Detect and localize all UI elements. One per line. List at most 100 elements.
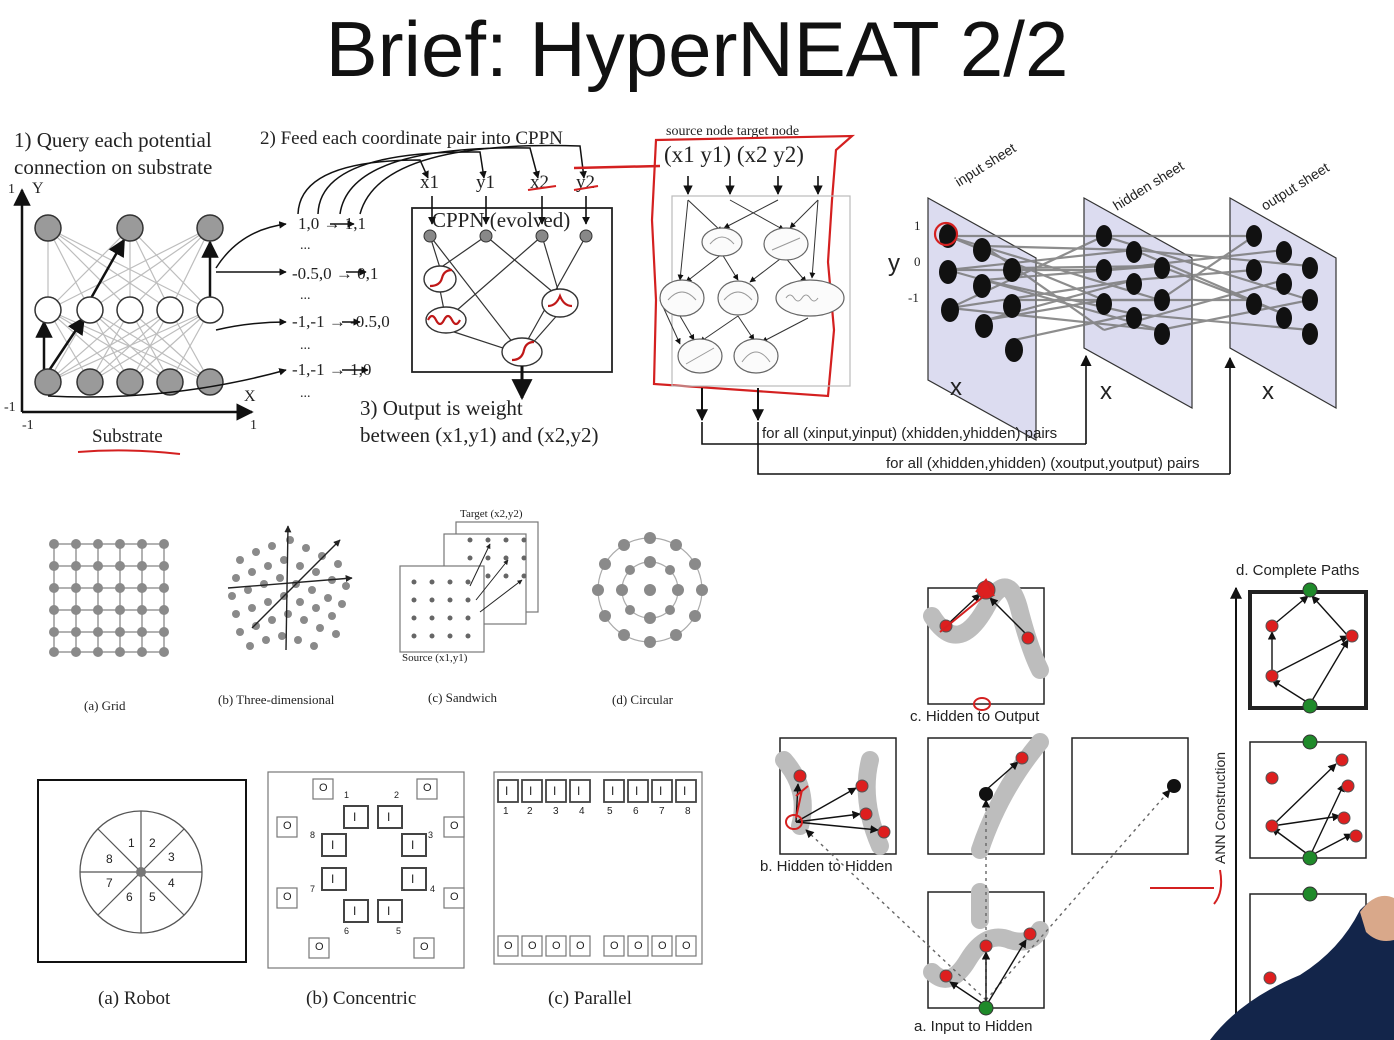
parallel-i-7: I xyxy=(659,784,663,798)
concentric-o-6: O xyxy=(450,891,459,903)
sheet-x-label-2: x xyxy=(1100,378,1112,405)
concentric-i-3: I xyxy=(411,838,415,852)
step3-text: 3) Output is weight xyxy=(360,396,523,420)
axis-neg-x: -1 xyxy=(22,418,34,433)
step2-text: 2) Feed each coordinate pair into CPPN xyxy=(260,128,563,149)
layout-label-robot: (a) Robot xyxy=(98,988,171,1009)
parallel-o-8: O xyxy=(682,940,691,952)
parallel-o-3: O xyxy=(552,940,561,952)
concentric-num-2: 2 xyxy=(394,790,400,800)
parallel-num-2: 2 xyxy=(527,806,533,817)
config-label-grid: (a) Grid xyxy=(84,698,126,713)
parallel-i-5: I xyxy=(611,784,615,798)
config-label-sandwich: (c) Sandwich xyxy=(428,690,497,705)
sandwich-config xyxy=(399,521,539,653)
concentric-num-8: 8 xyxy=(310,830,316,840)
sheet-x-label-3: x xyxy=(1262,378,1274,405)
parallel-num-7: 7 xyxy=(659,806,665,817)
concentric-i-7: I xyxy=(331,872,335,886)
concentric-i-5: I xyxy=(387,904,391,918)
concentric-num-3: 3 xyxy=(428,830,434,840)
robot-sector-6: 6 xyxy=(126,890,133,904)
slide-title: Brief: HyperNEAT 2/2 xyxy=(325,5,1069,93)
sandwich-target-label: Target (x2,y2) xyxy=(460,508,523,520)
axis-y-label: Y xyxy=(32,180,44,197)
pair-3: ... xyxy=(300,288,311,303)
parallel-o-7: O xyxy=(658,940,667,952)
concentric-num-7: 7 xyxy=(310,884,316,894)
es-label-b: b. Hidden to Hidden xyxy=(760,858,893,875)
substrate-nodes xyxy=(34,214,224,396)
axis-x-label: X xyxy=(244,388,256,405)
pair-2: -0.5,0 → 0,1 xyxy=(292,264,379,283)
substrate-axes xyxy=(13,188,254,455)
concentric-i-2: I xyxy=(387,810,391,824)
concentric-o-4: O xyxy=(450,820,459,832)
parallel-num-5: 5 xyxy=(607,806,613,817)
parallel-layout xyxy=(493,771,703,965)
concentric-o-8: O xyxy=(420,941,429,953)
robot-sector-5: 5 xyxy=(149,890,156,904)
sheet-y-label: y xyxy=(888,250,900,277)
circular-config xyxy=(592,532,708,648)
parallel-o-5: O xyxy=(610,940,619,952)
parallel-i-2: I xyxy=(529,784,533,798)
concentric-o-2: O xyxy=(423,782,432,794)
sheet-tick-0: 0 xyxy=(914,254,921,269)
robot-sector-2: 2 xyxy=(149,836,156,850)
concentric-o-7: O xyxy=(315,941,324,953)
concentric-num-1: 1 xyxy=(344,790,350,800)
config-label-circular: (d) Circular xyxy=(612,692,674,707)
parallel-num-6: 6 xyxy=(633,806,639,817)
step3-text-2: between (x1,y1) and (x2,y2) xyxy=(360,423,599,447)
parallel-o-4: O xyxy=(576,940,585,952)
concentric-num-4: 4 xyxy=(430,884,436,894)
robot-sector-4: 4 xyxy=(168,876,175,890)
parallel-i-3: I xyxy=(553,784,557,798)
parallel-i-6: I xyxy=(635,784,639,798)
parallel-i-1: I xyxy=(505,784,509,798)
sheet-x-label-1: x xyxy=(950,374,962,401)
network-inputs: (x1 y1) (x2 y2) xyxy=(664,142,804,167)
layout-label-parallel: (c) Parallel xyxy=(548,988,632,1009)
robot-layout xyxy=(37,779,247,963)
parallel-num-8: 8 xyxy=(685,806,691,817)
sandwich-source-label: Source (x1,y1) xyxy=(402,652,468,664)
robot-sector-7: 7 xyxy=(106,876,113,890)
step1-text: 1) Query each potential xyxy=(14,128,212,152)
parallel-num-1: 1 xyxy=(503,806,509,817)
config-label-3d: (b) Three-dimensional xyxy=(218,692,335,707)
network-header: source node target node xyxy=(666,124,800,139)
pair-line-hidden-output: for all (xhidden,yhidden) (xoutput,youtp… xyxy=(886,455,1200,472)
concentric-num-6: 6 xyxy=(344,926,350,936)
robot-sector-1: 1 xyxy=(128,836,135,850)
layout-label-concentric: (b) Concentric xyxy=(306,988,417,1009)
sheet-tick-neg1: -1 xyxy=(908,290,919,305)
concentric-num-5: 5 xyxy=(396,926,402,936)
ann-construction-axis-label: ANN Construction xyxy=(1212,751,1228,864)
cppn-label: CPPN (evolved) xyxy=(432,208,571,232)
pair-7: ... xyxy=(300,386,311,401)
pair-4: -1,-1 → -0.5,0 xyxy=(292,312,390,331)
axis-neg-y: -1 xyxy=(4,400,16,415)
robot-sector-3: 3 xyxy=(168,850,175,864)
es-label-d: d. Complete Paths xyxy=(1236,562,1360,579)
concentric-i-1: I xyxy=(353,810,357,824)
concentric-layout xyxy=(267,771,465,969)
parallel-num-4: 4 xyxy=(579,806,585,817)
parallel-num-3: 3 xyxy=(553,806,559,817)
parallel-i-8: I xyxy=(683,784,687,798)
axis-one-y: 1 xyxy=(8,182,15,197)
concentric-o-3: O xyxy=(283,820,292,832)
es-label-a: a. Input to Hidden xyxy=(914,1018,1033,1035)
sheet-tick-1: 1 xyxy=(914,218,921,233)
concentric-i-4: I xyxy=(411,872,415,886)
pair-5: ... xyxy=(300,338,311,353)
pair-line-input-hidden: for all (xinput,yinput) (xhidden,yhidden… xyxy=(762,425,1058,442)
parallel-i-4: I xyxy=(577,784,581,798)
